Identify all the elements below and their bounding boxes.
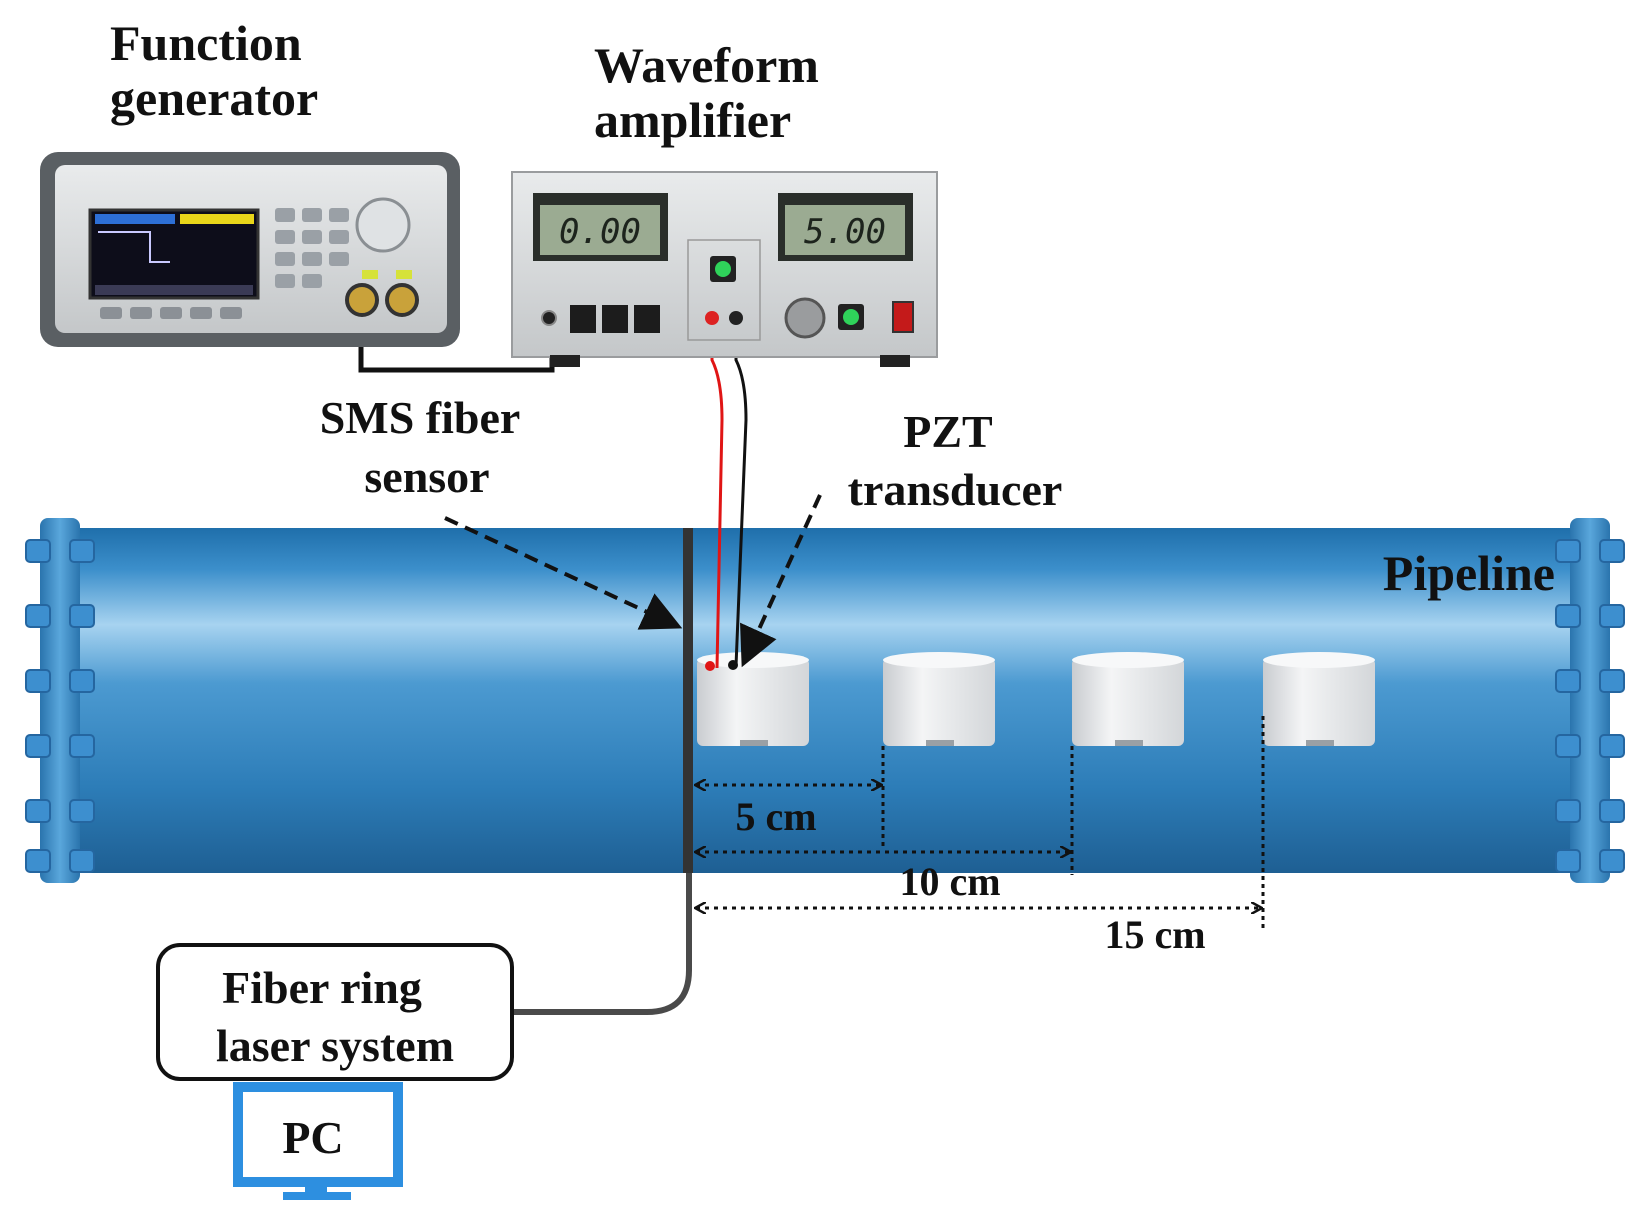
- pzt-label-line-1: PZT: [903, 406, 992, 457]
- function-generator-label-line-1: Function: [110, 15, 302, 71]
- pzt-transducer-2: [883, 652, 995, 746]
- left-flange: [25, 518, 95, 883]
- pointer-arrows: [444, 494, 822, 668]
- black-lead: [734, 320, 748, 667]
- sms-sensor-arrow: [444, 516, 683, 630]
- laser-system: Fiber ring laser system: [156, 943, 514, 1081]
- sms-sensor-label-line-1: SMS fiber: [320, 392, 521, 443]
- fiber-cable: [512, 873, 692, 1015]
- pzt-transducers: [697, 652, 1375, 746]
- voltage-display-value: 5.00: [804, 212, 886, 252]
- fg-output-2: [385, 283, 419, 317]
- dimension-lines: [696, 716, 1265, 930]
- sms-sensor-label-line-2: sensor: [364, 451, 489, 502]
- amplifier-knob: [784, 297, 826, 339]
- laser-system-label-line-1: Fiber ring: [222, 962, 422, 1013]
- pzt-transducer-3: [1072, 652, 1184, 746]
- function-generator-label-line-2: generator: [110, 70, 318, 126]
- laser-system-label-line-2: laser system: [216, 1020, 454, 1071]
- distance-label-5cm: 5 cm: [735, 794, 816, 839]
- red-lead: [710, 320, 724, 669]
- pzt-arrow: [740, 494, 822, 668]
- voltage-display: [785, 205, 905, 255]
- fg-output-1: [345, 283, 379, 317]
- pzt-label-line-2: transducer: [848, 464, 1063, 515]
- fg-knob: [355, 197, 411, 253]
- pc-label: PC: [282, 1112, 343, 1163]
- right-flange: [1555, 518, 1625, 883]
- function-generator: [40, 152, 460, 347]
- power-switch: [892, 301, 914, 333]
- pc: PC: [233, 1082, 403, 1200]
- fg-screen: [88, 208, 260, 300]
- laser-system-box: [156, 943, 514, 1081]
- current-display-value: 0.00: [559, 212, 641, 252]
- distance-label-15cm: 15 cm: [1104, 912, 1205, 957]
- waveform-amplifier-label-line-1: Waveform: [594, 37, 819, 93]
- waveform-amplifier-label-line-2: amplifier: [594, 92, 791, 148]
- pzt-transducer-1: [697, 652, 809, 746]
- waveform-amplifier: 0.00 5.00: [511, 171, 938, 367]
- pipeline-label: Pipeline: [1383, 545, 1555, 601]
- sms-fiber-sensor: [512, 528, 693, 1015]
- current-display: [540, 205, 660, 255]
- distance-label-10cm: 10 cm: [899, 859, 1000, 904]
- pzt-transducer-4: [1263, 652, 1375, 746]
